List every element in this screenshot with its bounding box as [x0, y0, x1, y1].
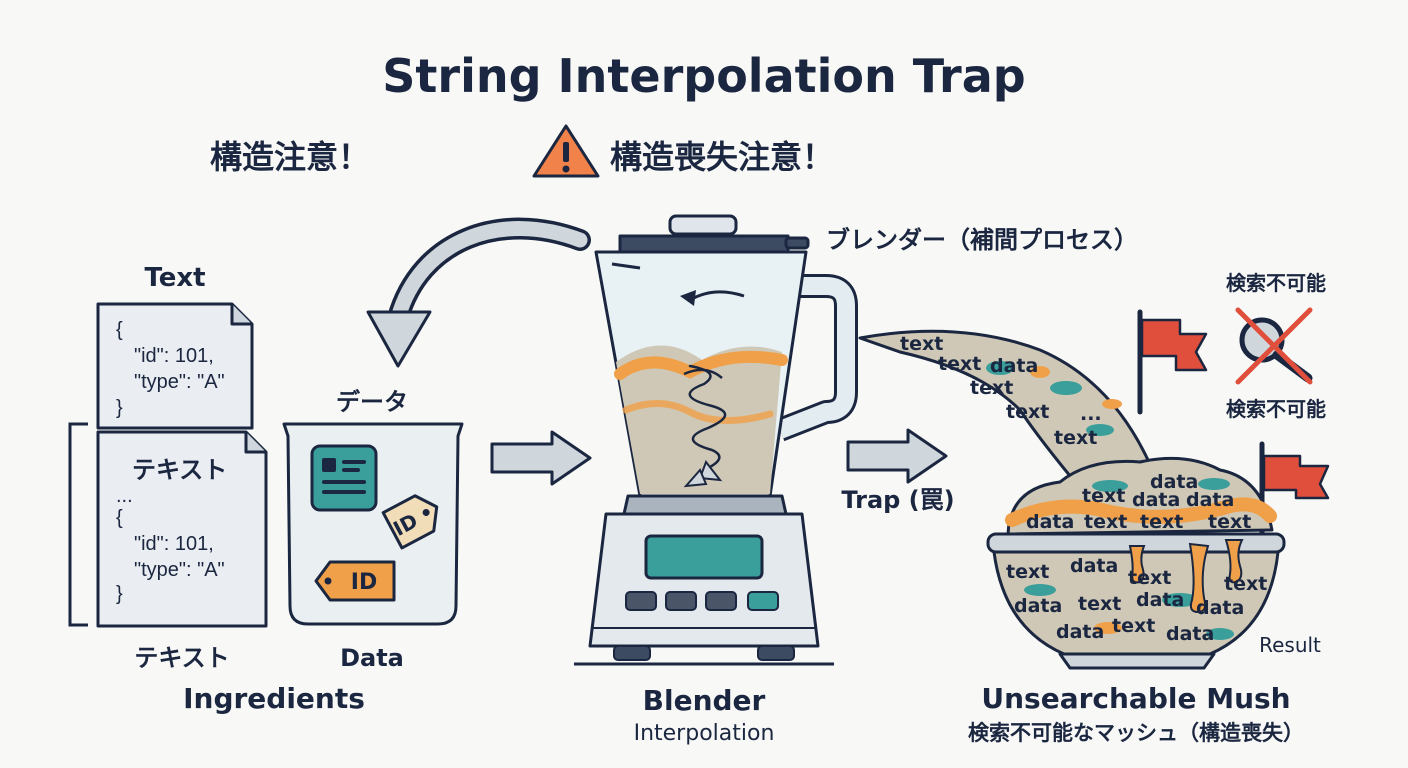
data-label-ja: データ: [336, 388, 408, 416]
doc-top-line: "id": 101,: [134, 345, 214, 367]
bowl-word: text: [1082, 485, 1125, 507]
unsearchable-label-bottom: 検索不可能: [1226, 397, 1326, 421]
doc-top-line: "type": "A": [134, 371, 225, 393]
doc-top-line: {: [116, 319, 123, 341]
blender-title: Blender: [643, 684, 766, 717]
ingredients-label: Ingredients: [183, 682, 365, 715]
subtitle-left: 構造注意！: [210, 138, 370, 176]
bowl-word: text: [1084, 511, 1127, 533]
bowl-word: text: [1128, 567, 1171, 589]
bowl-word: text: [1006, 561, 1049, 583]
stream-word: text: [1054, 427, 1097, 449]
stream-word: text: [900, 333, 943, 355]
bowl-word: data: [1196, 597, 1244, 619]
arrow-right-icon: [846, 428, 948, 484]
unsearchable-label-top: 検索不可能: [1226, 271, 1326, 295]
data-caption: Data: [340, 644, 404, 672]
bowl-word: data: [1014, 595, 1062, 617]
warning-icon: [532, 124, 600, 178]
text-label: Text: [144, 263, 205, 293]
doc-top-line: }: [116, 397, 123, 419]
bowl-word: text: [1078, 593, 1121, 615]
text-document-top: { "id": 101, "type": "A" }: [96, 302, 254, 430]
doc-bottom-title: テキスト: [132, 456, 227, 484]
stream-word: data: [990, 355, 1038, 377]
result-label: Result: [1259, 633, 1321, 657]
doc-bottom-line: "type": "A": [134, 559, 225, 581]
doc-bottom-line: {: [116, 507, 123, 529]
page-title: String Interpolation Trap: [382, 49, 1025, 103]
curved-arrow-icon: [366, 217, 591, 368]
bowl-word: text: [1208, 511, 1251, 533]
doc-bottom-line: ...: [116, 485, 133, 507]
bowl-word: data: [1056, 621, 1104, 643]
bowl-word: data: [1186, 489, 1234, 511]
bowl-word: data: [1150, 471, 1198, 493]
mush-stream: text text data text text ... text: [858, 329, 1150, 490]
bowl-word: data: [1026, 511, 1074, 533]
flag-icon: [1137, 309, 1208, 415]
blender-illustration: [574, 214, 858, 666]
bowl-word: data: [1136, 589, 1184, 611]
bowl-word: text: [1224, 573, 1267, 595]
bowl-word: text: [1140, 511, 1183, 533]
blender-subtitle: Interpolation: [634, 721, 775, 746]
text-caption-ja: テキスト: [134, 644, 229, 672]
bowl-word: data: [1132, 489, 1180, 511]
no-search-icon: [1235, 307, 1313, 385]
id-tag-icon: ID: [381, 494, 439, 550]
stream-word: text: [1006, 401, 1049, 423]
id-tag-icon: ID: [314, 560, 396, 602]
bowl-word: data: [1070, 555, 1118, 577]
result-subtitle-ja: 検索不可能なマッシュ（構造喪失）: [968, 721, 1304, 745]
id-tag-2-text: ID: [351, 570, 377, 595]
bowl-word-extra: text: [1224, 573, 1267, 595]
bowl-word: text: [1112, 615, 1155, 637]
arrow-right-icon: [490, 430, 592, 486]
trap-label: Trap (罠): [841, 486, 954, 514]
mush-bowl: data text data data text data text text …: [986, 456, 1286, 670]
card-icon: [310, 444, 378, 512]
blender-label-ja: ブレンダー（補間プロセス）: [826, 226, 1138, 254]
text-document-bottom: テキスト ... { "id": 101, "type": "A" }: [96, 430, 268, 628]
stream-word: text: [938, 353, 981, 375]
stream-word: text: [970, 377, 1013, 399]
doc-bottom-line: }: [116, 583, 123, 605]
bowl-word: data: [1166, 623, 1214, 645]
doc-bottom-line: "id": 101,: [134, 533, 214, 555]
stream-word: ...: [1080, 403, 1102, 425]
result-title: Unsearchable Mush: [981, 682, 1290, 715]
subtitle-right: 構造喪失注意！: [610, 138, 834, 176]
